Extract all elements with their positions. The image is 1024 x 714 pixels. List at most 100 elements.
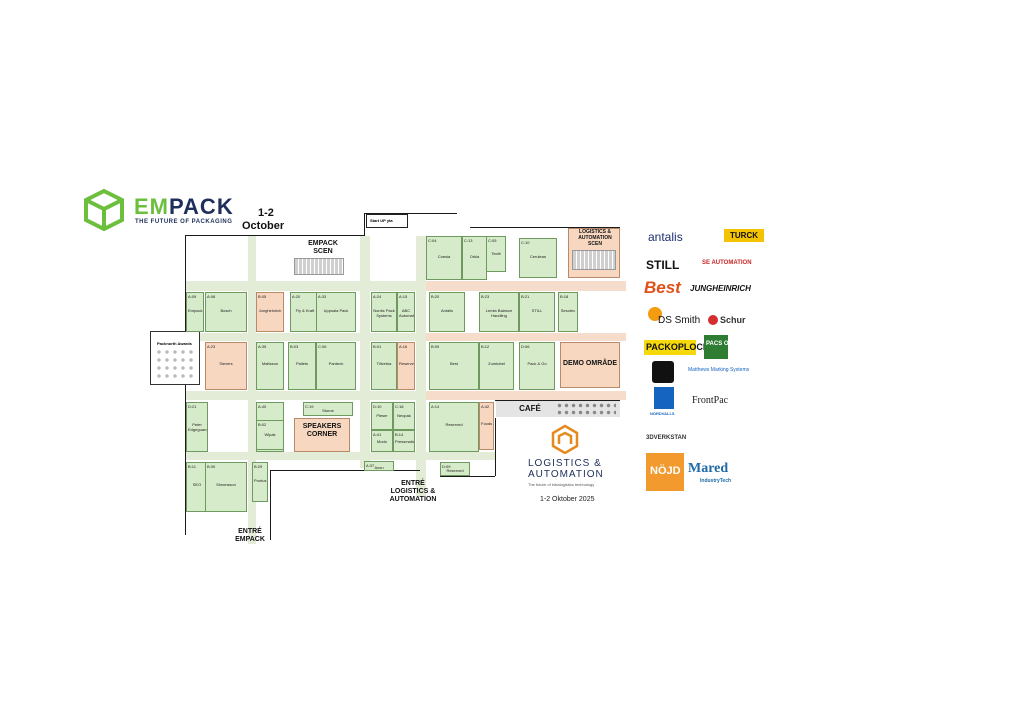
booth-name: Sievers <box>219 361 233 367</box>
sponsor-3dverkstan: 3DVERKSTAN <box>646 435 687 441</box>
sponsor-pacson: PACS ON <box>706 341 733 347</box>
booth-name: Orkla <box>469 253 480 259</box>
sponsor-grid: antalis TURCK STILL SE AUTOMATION Best J… <box>640 225 764 495</box>
entry-la-label: ENTRÉ LOGISTICS & AUTOMATION <box>378 480 448 504</box>
booth-name: Lemia Balance Handling <box>485 308 513 319</box>
booth-code: B:14 <box>395 432 404 437</box>
sponsor-packoplock: PACKOPLOCK <box>646 342 710 352</box>
booth-name: Empack <box>188 308 203 314</box>
startup-label: Start UP yta <box>370 218 393 223</box>
la-brand: LOGISTICS & AUTOMATION The future of int… <box>528 424 638 514</box>
booth-code: A:20 <box>292 294 301 299</box>
la-hexagon-icon <box>551 424 579 454</box>
sponsor-schur: Schur <box>720 315 746 325</box>
booth-code: A:33 <box>318 294 327 299</box>
empack-name-pack: PACK <box>169 194 234 219</box>
cafe-tables <box>556 402 616 416</box>
wall-bottom-3 <box>440 476 495 477</box>
sponsor-matthews: Matthews Marking Systems <box>688 367 750 373</box>
booth-name: Nordic Pack Systems <box>373 308 395 319</box>
empack-scen-line2: SCEN <box>313 248 333 255</box>
sponsor-industrytech: IndustryTech <box>700 478 732 484</box>
empack-name-em: EM <box>134 194 169 219</box>
booth-code: A:41 <box>373 432 382 437</box>
booth-code: A:40 <box>258 404 267 409</box>
empack-tagline: THE FUTURE OF PACKAGING <box>135 219 233 225</box>
la-brand-date: 1-2 Oktober 2025 <box>540 496 595 503</box>
packnorth-label: Packnorth Awards <box>157 341 192 346</box>
booth-name: Modo <box>376 439 387 444</box>
packnorth-awards-area: Packnorth Awards <box>150 331 200 385</box>
sponsor-packoplock-box <box>644 340 696 355</box>
entry-empack-line2: EMPACK <box>235 536 265 543</box>
booth-code: C:05 <box>488 238 497 243</box>
cafe-label: CAFÉ <box>519 404 541 413</box>
event-month: October <box>242 220 285 232</box>
booth-code: B:30 <box>207 464 216 469</box>
booth-code: A:37 <box>366 463 375 468</box>
booth-code: A:08 <box>207 294 216 299</box>
booth-code: B:03 <box>290 344 299 349</box>
booth-name: Mattsson <box>261 361 279 367</box>
entry-la-line1: ENTRÉ <box>401 480 425 487</box>
entry-la-line3: AUTOMATION <box>389 496 437 503</box>
sponsor-still: STILL <box>646 258 680 272</box>
sponsor-nordvalls: NORDVALLS <box>650 411 675 416</box>
booth-code: A:42 <box>481 404 490 409</box>
booth-code: C:13 <box>464 238 473 243</box>
wall-top-left <box>185 235 365 236</box>
booth-code: A:35 <box>258 344 267 349</box>
empack-logo: EMPACK THE FUTURE OF PACKAGING <box>82 188 282 232</box>
booth-code: C:06 <box>318 344 327 349</box>
aisle-horizontal-2 <box>185 333 625 341</box>
black-cube-icon <box>652 361 674 383</box>
booth-name: Pontus <box>254 478 267 484</box>
aisle-horizontal-1 <box>185 281 625 291</box>
booth-name: Bosch <box>220 308 232 314</box>
schur-icon <box>708 315 718 325</box>
booth-name: Fly & Kraft <box>295 308 315 314</box>
booth-code: D:09 <box>442 464 451 469</box>
entry-empack-label: ENTRÉ EMPACK <box>228 528 272 544</box>
booth-name: Axon <box>374 465 384 471</box>
sponsor-antalis: antalis <box>648 230 683 244</box>
